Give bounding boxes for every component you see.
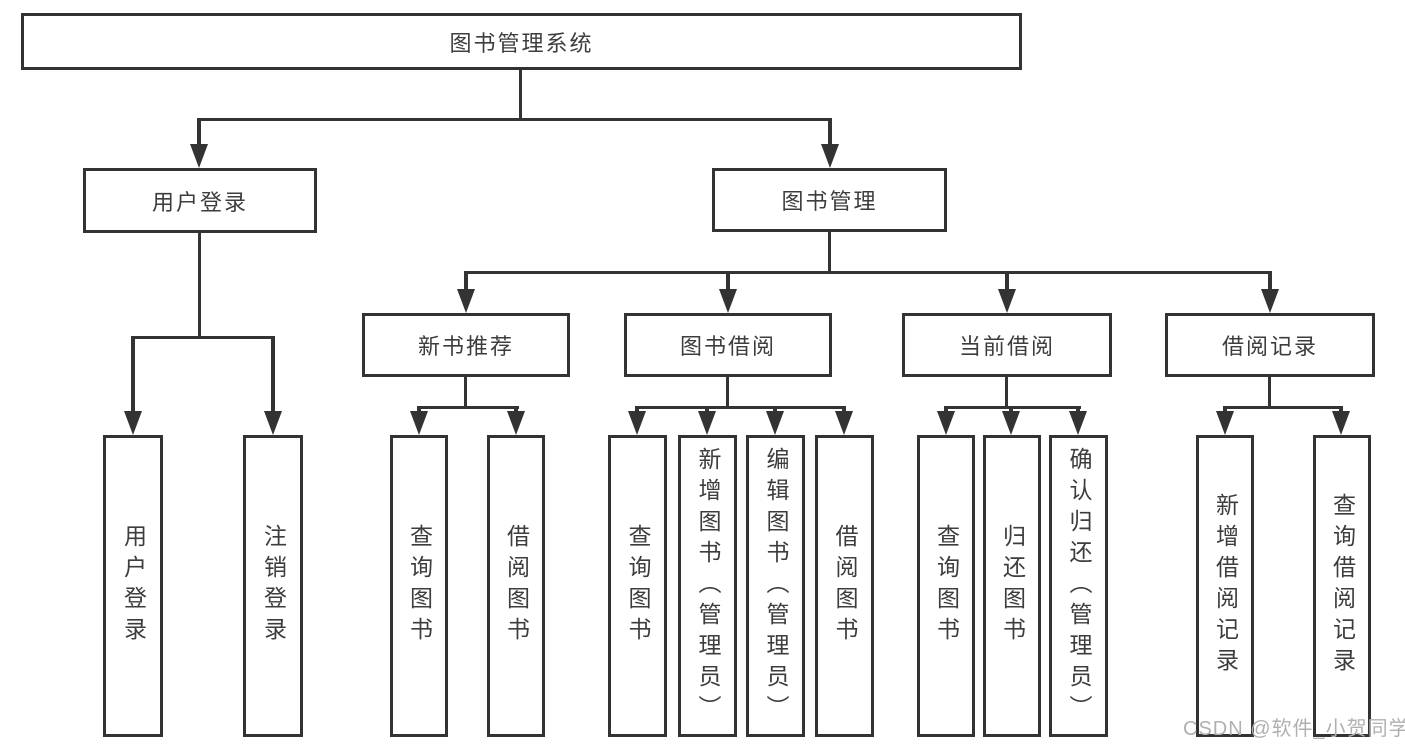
arrow-down-icon [1002, 406, 1020, 435]
leaf-label: 新增借阅记录 [1212, 493, 1239, 679]
arrow-down-icon [835, 406, 853, 435]
leaf-edit-book-admin: 编辑图书（管理员） [746, 435, 805, 737]
arrow-down-icon [766, 406, 784, 435]
arrow-down-icon [719, 271, 737, 313]
arrow-down-icon [410, 406, 428, 435]
arrow-down-icon [124, 336, 142, 435]
leaf-add-borrow-record: 新增借阅记录 [1196, 435, 1254, 737]
leaf-label: 查询借阅记录 [1329, 493, 1356, 679]
csdn-watermark: CSDN @软件_小贺同学 [1183, 718, 1405, 740]
arrow-down-icon [457, 271, 475, 313]
leaf-query-books-borrowing: 查询图书 [608, 435, 667, 737]
arrow-down-icon [628, 406, 646, 435]
arrow-down-icon [1332, 406, 1350, 435]
node-label: 图书管理 [781, 189, 878, 214]
arrow-down-icon [190, 118, 208, 168]
node-current-borrowing: 当前借阅 [902, 313, 1112, 377]
leaf-label: 借阅图书 [832, 524, 858, 648]
connector-line-horizontal [464, 271, 1272, 274]
arrow-down-icon [698, 406, 716, 435]
connector-line-vertical [198, 233, 201, 336]
leaf-label: 编辑图书（管理员） [763, 446, 789, 726]
connector-line-horizontal [198, 118, 832, 121]
node-label: 借阅记录 [1221, 334, 1318, 359]
connector-line-vertical [1268, 377, 1271, 406]
connector-line-vertical [464, 377, 467, 406]
arrow-down-icon [507, 406, 525, 435]
leaf-label: 新增图书（管理员） [695, 446, 721, 726]
arrow-down-icon [1261, 271, 1279, 313]
node-book-borrowing: 图书借阅 [624, 313, 832, 377]
leaf-confirm-return-admin: 确认归还（管理员） [1049, 435, 1108, 737]
leaf-logout: 注销登录 [243, 435, 303, 737]
arrow-down-icon [1069, 406, 1087, 435]
node-label: 用户登录 [151, 189, 248, 215]
connector-line-vertical [726, 377, 729, 406]
leaf-return-books: 归还图书 [983, 435, 1041, 737]
node-new-book-recommendation: 新书推荐 [362, 313, 570, 377]
connector-line-vertical [828, 232, 831, 271]
leaf-label: 借阅图书 [503, 524, 530, 648]
leaf-label: 查询图书 [933, 524, 960, 648]
leaf-label: 查询图书 [406, 524, 433, 648]
leaf-add-book-admin: 新增图书（管理员） [678, 435, 737, 737]
connector-line-horizontal [1223, 406, 1343, 409]
node-book-management: 图书管理 [712, 168, 947, 232]
leaf-user-login: 用户登录 [103, 435, 163, 737]
leaf-query-books-newbooks: 查询图书 [390, 435, 448, 737]
node-label: 新书推荐 [417, 334, 514, 359]
leaf-label: 确认归还（管理员） [1066, 446, 1092, 726]
connector-line-vertical [519, 70, 522, 118]
arrow-down-icon [821, 118, 839, 168]
leaf-label: 用户登录 [120, 524, 147, 648]
leaf-borrow-books-borrowing: 借阅图书 [815, 435, 874, 737]
arrow-down-icon [264, 336, 282, 435]
leaf-label: 注销登录 [260, 524, 287, 648]
connector-line-horizontal [635, 406, 845, 409]
arrow-down-icon [937, 406, 955, 435]
node-user-login: 用户登录 [83, 168, 317, 233]
node-borrowing-records: 借阅记录 [1165, 313, 1375, 377]
leaf-label: 归还图书 [999, 524, 1026, 648]
node-library-management-system: 图书管理系统 [21, 13, 1022, 70]
leaf-borrow-books-newbooks: 借阅图书 [487, 435, 545, 737]
node-label: 图书借阅 [679, 334, 776, 359]
arrow-down-icon [1216, 406, 1234, 435]
node-label: 当前借阅 [958, 334, 1055, 359]
connector-line-vertical [1005, 377, 1008, 406]
leaf-query-borrow-record: 查询借阅记录 [1313, 435, 1371, 737]
node-label: 图书管理系统 [449, 30, 594, 56]
arrow-down-icon [998, 271, 1016, 313]
connector-line-horizontal [131, 336, 274, 339]
connector-line-horizontal [417, 406, 519, 409]
leaf-label: 查询图书 [625, 524, 651, 648]
leaf-query-books-current: 查询图书 [917, 435, 975, 737]
